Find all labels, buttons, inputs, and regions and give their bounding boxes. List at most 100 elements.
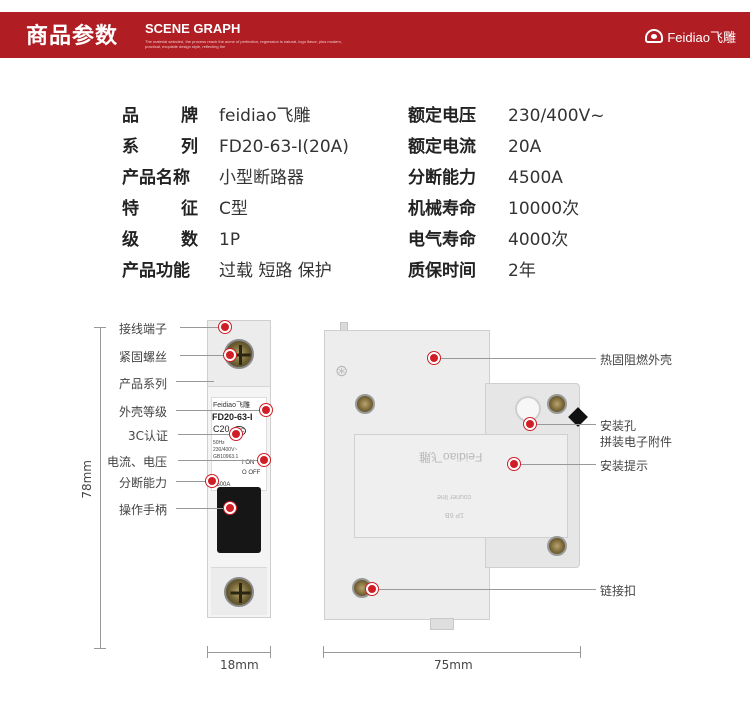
spec-key: 产品名称 — [122, 168, 190, 188]
brand-name: Feidiao飞雕 — [667, 29, 736, 45]
dimension-tick — [270, 646, 271, 658]
dimension-tick — [207, 646, 208, 658]
spec-row: 额定电压 230/400V~ — [408, 106, 708, 126]
bottom-terminal — [211, 567, 267, 615]
front-width-label: 18mm — [220, 658, 259, 672]
feidiao-logo-icon — [645, 29, 664, 43]
spec-key: 系列 — [122, 137, 198, 157]
dimension-tick — [94, 648, 106, 649]
front-label-panel: Feidiao飞雕 FD20-63-I C20 50Hz CCC 230/400… — [211, 397, 267, 491]
side-embossed-brand: Feidiao飞雕 — [419, 450, 483, 464]
spec-row: 电气寿命 4000次 — [408, 230, 708, 250]
dimension-tick — [94, 327, 106, 328]
dimension-tick — [580, 646, 581, 658]
spec-key: 额定电流 — [408, 137, 476, 157]
leader-line — [178, 434, 236, 435]
leader-line — [176, 381, 214, 382]
leader-line — [372, 589, 596, 590]
spec-key: 特征 — [122, 199, 198, 219]
spec-value: C型 — [219, 199, 248, 219]
side-width-label: 75mm — [434, 658, 473, 672]
spec-value: 4500A — [508, 168, 563, 188]
spec-row: 特征 C型 — [122, 199, 402, 219]
spec-row: 产品功能 过载 短路 保护 — [122, 261, 402, 281]
callout-dot — [428, 352, 440, 364]
spec-row: 机械寿命 10000次 — [408, 199, 708, 219]
panel-hz: 50Hz — [213, 440, 225, 446]
leader-line — [176, 481, 212, 482]
spec-value: 4000次 — [508, 230, 569, 250]
spec-row: 分断能力 4500A — [408, 168, 708, 188]
callout-dot — [219, 321, 231, 333]
spec-row: 系列 FD20-63-I(20A) — [122, 137, 402, 157]
panel-model: FD20-63-I — [212, 412, 253, 422]
leader-line — [438, 358, 596, 359]
leader-line — [176, 508, 230, 509]
panel-breaking: 4500A — [213, 482, 231, 488]
callout-screw: 紧固螺丝 — [119, 350, 168, 364]
callout-dot — [206, 475, 218, 487]
callout-dot — [524, 418, 536, 430]
spec-key: 电气寿命 — [408, 230, 476, 250]
terminal-screw-icon — [224, 577, 254, 607]
spec-value: feidiao飞雕 — [219, 106, 311, 126]
spec-value: 过载 短路 保护 — [219, 261, 332, 281]
spec-key: 级数 — [122, 230, 198, 250]
spec-row: 级数 1P — [122, 230, 402, 250]
page-title-en: SCENE GRAPH — [145, 21, 241, 36]
header-banner: 商品参数 SCENE GRAPH The material selected, … — [0, 12, 750, 58]
spec-value: 230/400V~ — [508, 106, 605, 126]
callout-mount-hole: 安装孔 — [600, 419, 637, 433]
panel-voltage: 230/400V~ — [213, 447, 238, 453]
side-embossed-text: courier line — [437, 493, 472, 500]
callout-3c: 3C认证 — [128, 429, 169, 443]
callout-accessory: 拼装电子附件 — [600, 435, 673, 449]
leader-line — [515, 464, 596, 465]
spec-key: 额定电压 — [408, 106, 476, 126]
spec-key: 产品功能 — [122, 261, 190, 281]
callout-dot — [224, 502, 236, 514]
panel-class: C20 — [213, 424, 230, 434]
leader-line — [176, 410, 264, 411]
panel-on: I ON — [242, 460, 255, 466]
callout-dot — [224, 349, 236, 361]
dimension-tick — [323, 646, 324, 658]
spec-key: 质保时间 — [408, 261, 476, 281]
panel-logo: Feidiao飞雕 — [213, 402, 250, 409]
callout-dot — [508, 458, 520, 470]
callout-dot — [258, 454, 270, 466]
spec-value: 2年 — [508, 261, 536, 281]
callout-dot — [366, 583, 378, 595]
panel-off: O OFF — [242, 470, 261, 476]
callout-breaking: 分断能力 — [119, 476, 168, 490]
page-title: 商品参数 — [26, 24, 119, 49]
operating-handle[interactable] — [217, 487, 261, 553]
spec-row: 额定电流 20A — [408, 137, 708, 157]
leader-line — [530, 424, 596, 425]
callout-housing: 热固阻燃外壳 — [600, 353, 673, 367]
rivet-icon — [547, 536, 567, 556]
breaker-front-view: Feidiao飞雕 FD20-63-I C20 50Hz CCC 230/400… — [207, 320, 271, 618]
callout-dot — [260, 404, 272, 416]
panel-standard: GB10963.1 — [213, 454, 239, 460]
rivet-icon — [547, 394, 567, 414]
height-dimension-label: 78mm — [80, 460, 94, 499]
front-width-line — [207, 652, 271, 653]
spec-key: 机械寿命 — [408, 199, 476, 219]
page-subtitle: The material selected, the process reach… — [145, 39, 342, 49]
spec-value: 小型断路器 — [219, 168, 304, 188]
height-dimension-line — [100, 327, 101, 649]
spec-key: 分断能力 — [408, 168, 476, 188]
callout-terminal: 接线端子 — [119, 322, 168, 336]
spec-value: 1P — [219, 230, 241, 250]
mounting-hole — [515, 396, 541, 422]
side-embossed-area: Feidiao飞雕 courier line 1P 6B — [354, 434, 568, 538]
leader-line — [180, 355, 230, 356]
side-bottom-tab — [430, 618, 454, 630]
spec-value: 20A — [508, 137, 542, 157]
callout-enclosure: 外壳等级 — [119, 405, 168, 419]
spec-key: 品牌 — [122, 106, 198, 126]
spec-value: 10000次 — [508, 199, 580, 219]
side-emblem-icon: ⊛ — [335, 362, 349, 379]
brand: Feidiao飞雕 — [645, 26, 736, 46]
